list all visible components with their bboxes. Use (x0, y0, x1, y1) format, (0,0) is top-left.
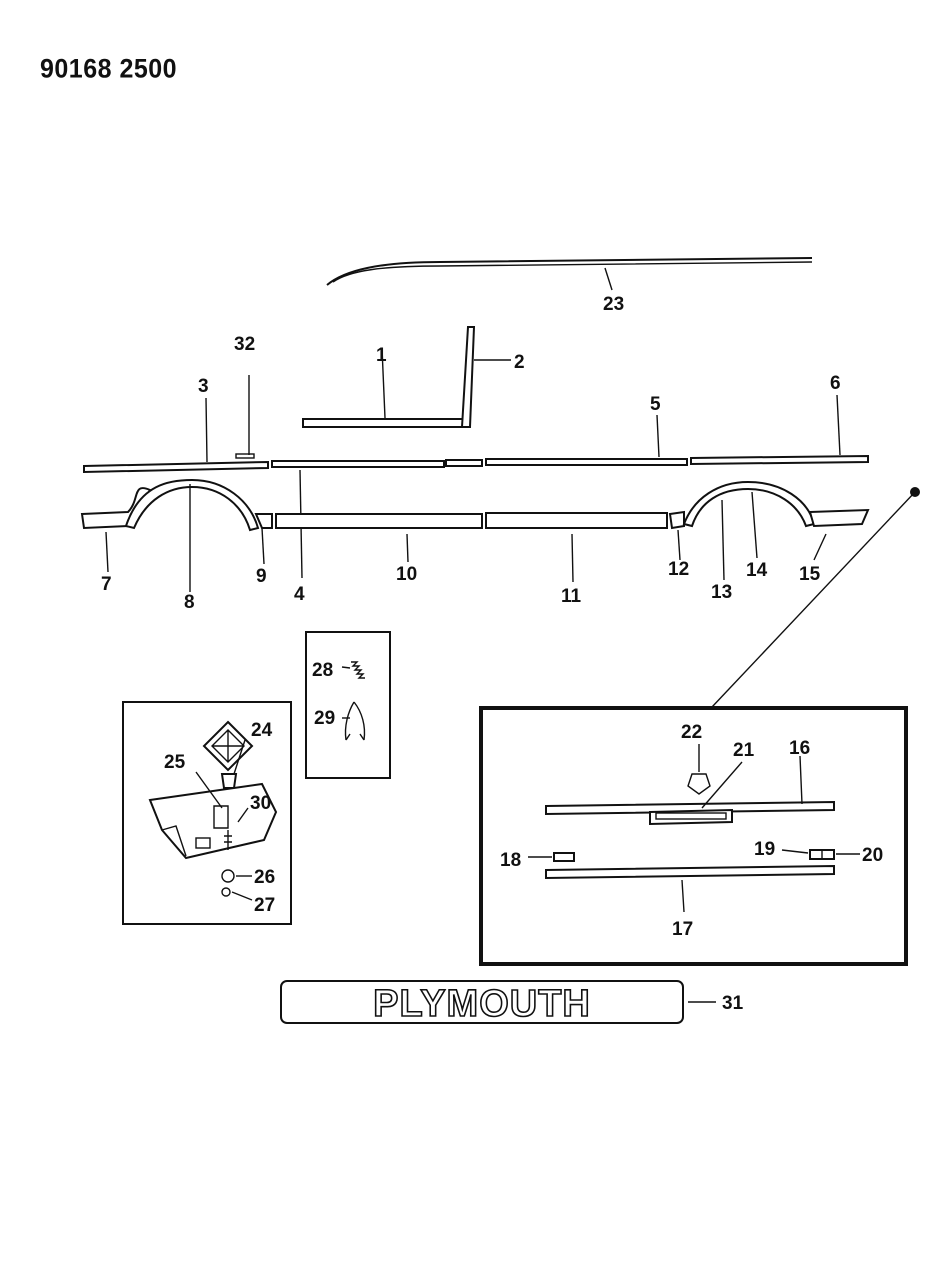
callout-24: 24 (251, 720, 273, 741)
callout-19: 19 (754, 839, 775, 860)
callout-31: 31 (722, 993, 744, 1014)
callout-26: 26 (254, 867, 275, 888)
window-moldings (302, 326, 511, 428)
ornament-detail-box (122, 701, 292, 925)
roof-molding (326, 257, 813, 291)
document-number: 90168 2500 (40, 53, 178, 85)
callout-32: 32 (234, 334, 255, 355)
callout-1: 1 (376, 345, 387, 366)
trim-detail-box (479, 706, 908, 966)
callout-10: 10 (396, 564, 417, 585)
callout-22: 22 (681, 722, 702, 743)
callout-3: 3 (198, 376, 209, 397)
callout-6: 6 (830, 373, 841, 394)
callout-29: 29 (314, 708, 335, 729)
callout-13: 13 (711, 582, 732, 603)
callout-14: 14 (746, 560, 768, 581)
callout-8: 8 (184, 592, 195, 613)
callout-2: 2 (514, 352, 525, 373)
detail-leader (711, 487, 920, 708)
callout-12: 12 (668, 559, 689, 580)
callout-27: 27 (254, 895, 275, 916)
callout-11: 11 (561, 586, 582, 607)
callout-21: 21 (733, 740, 755, 761)
callout-5: 5 (650, 394, 661, 415)
callout-7: 7 (101, 574, 112, 595)
plymouth-emblem: PLYMOUTH (280, 980, 716, 1026)
callout-28: 28 (312, 660, 333, 681)
callout-4: 4 (294, 584, 305, 605)
callout-30: 30 (250, 793, 271, 814)
callout-25: 25 (164, 752, 186, 773)
callout-23: 23 (603, 294, 624, 315)
lower-moldings (80, 478, 870, 592)
belt-moldings (83, 375, 869, 579)
callout-17: 17 (672, 919, 693, 940)
emblem-text: PLYMOUTH (373, 983, 591, 1025)
callout-18: 18 (500, 850, 521, 871)
callout-15: 15 (799, 564, 821, 585)
callout-16: 16 (789, 738, 810, 759)
clip-detail-box (305, 631, 391, 779)
callout-9: 9 (256, 566, 267, 587)
callout-20: 20 (862, 845, 883, 866)
